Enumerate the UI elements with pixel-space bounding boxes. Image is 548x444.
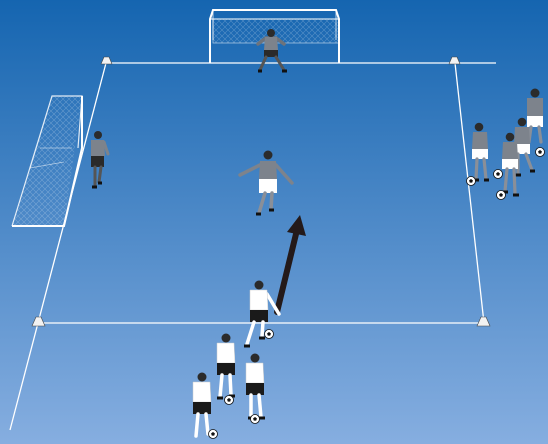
ball-queue-3: [209, 430, 218, 439]
ball-right-4: [497, 191, 506, 200]
ball-right-2: [494, 170, 503, 179]
ball-queue-2: [251, 415, 260, 424]
ball-right-1: [536, 148, 545, 157]
ball-lead: [265, 330, 274, 339]
ball-right-3: [467, 177, 476, 186]
ball-queue-1: [225, 396, 234, 405]
